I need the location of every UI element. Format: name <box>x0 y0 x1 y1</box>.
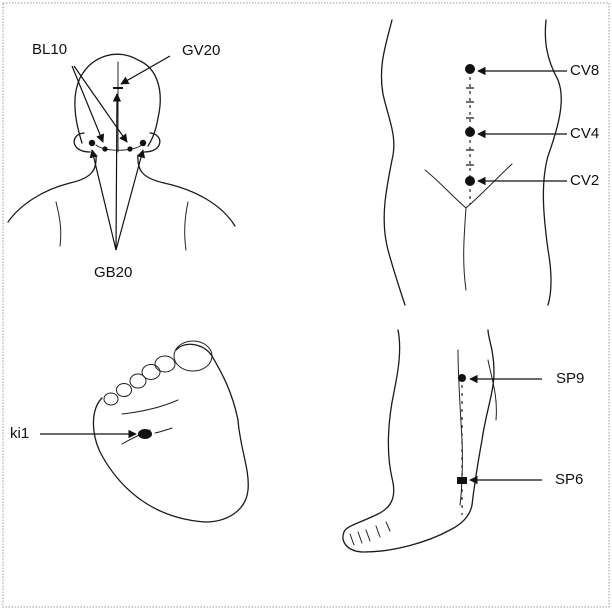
abdomen-acupoints <box>465 64 475 205</box>
leg-figure <box>343 330 496 552</box>
label-gv20: GV20 <box>182 43 220 58</box>
label-ki1: ki1 <box>10 426 29 441</box>
bl10-left-dot <box>102 146 107 151</box>
label-bl10: BL10 <box>32 42 67 57</box>
label-sp9: SP9 <box>556 371 584 386</box>
label-cv4: CV4 <box>570 126 599 141</box>
label-gb20: GB20 <box>94 265 132 280</box>
abdomen-figure <box>381 20 561 305</box>
label-sp6: SP6 <box>555 472 583 487</box>
cv8-dot <box>465 64 475 74</box>
sp9-dot <box>458 374 466 382</box>
foot-figure <box>93 341 248 522</box>
label-cv2: CV2 <box>570 173 599 188</box>
cv2-dot <box>465 176 475 186</box>
cv4-dot <box>465 127 475 137</box>
gb20-left-dot <box>89 140 95 146</box>
foot-acupoints <box>138 429 152 439</box>
ki1-dot <box>138 429 152 439</box>
sp6-dot <box>457 477 467 484</box>
head-arrows <box>72 56 170 250</box>
bl10-right-dot <box>127 146 132 151</box>
label-cv8: CV8 <box>570 63 599 78</box>
gb20-right-dot <box>140 140 146 146</box>
leg-arrows <box>470 379 542 480</box>
abdomen-arrows <box>478 71 567 181</box>
